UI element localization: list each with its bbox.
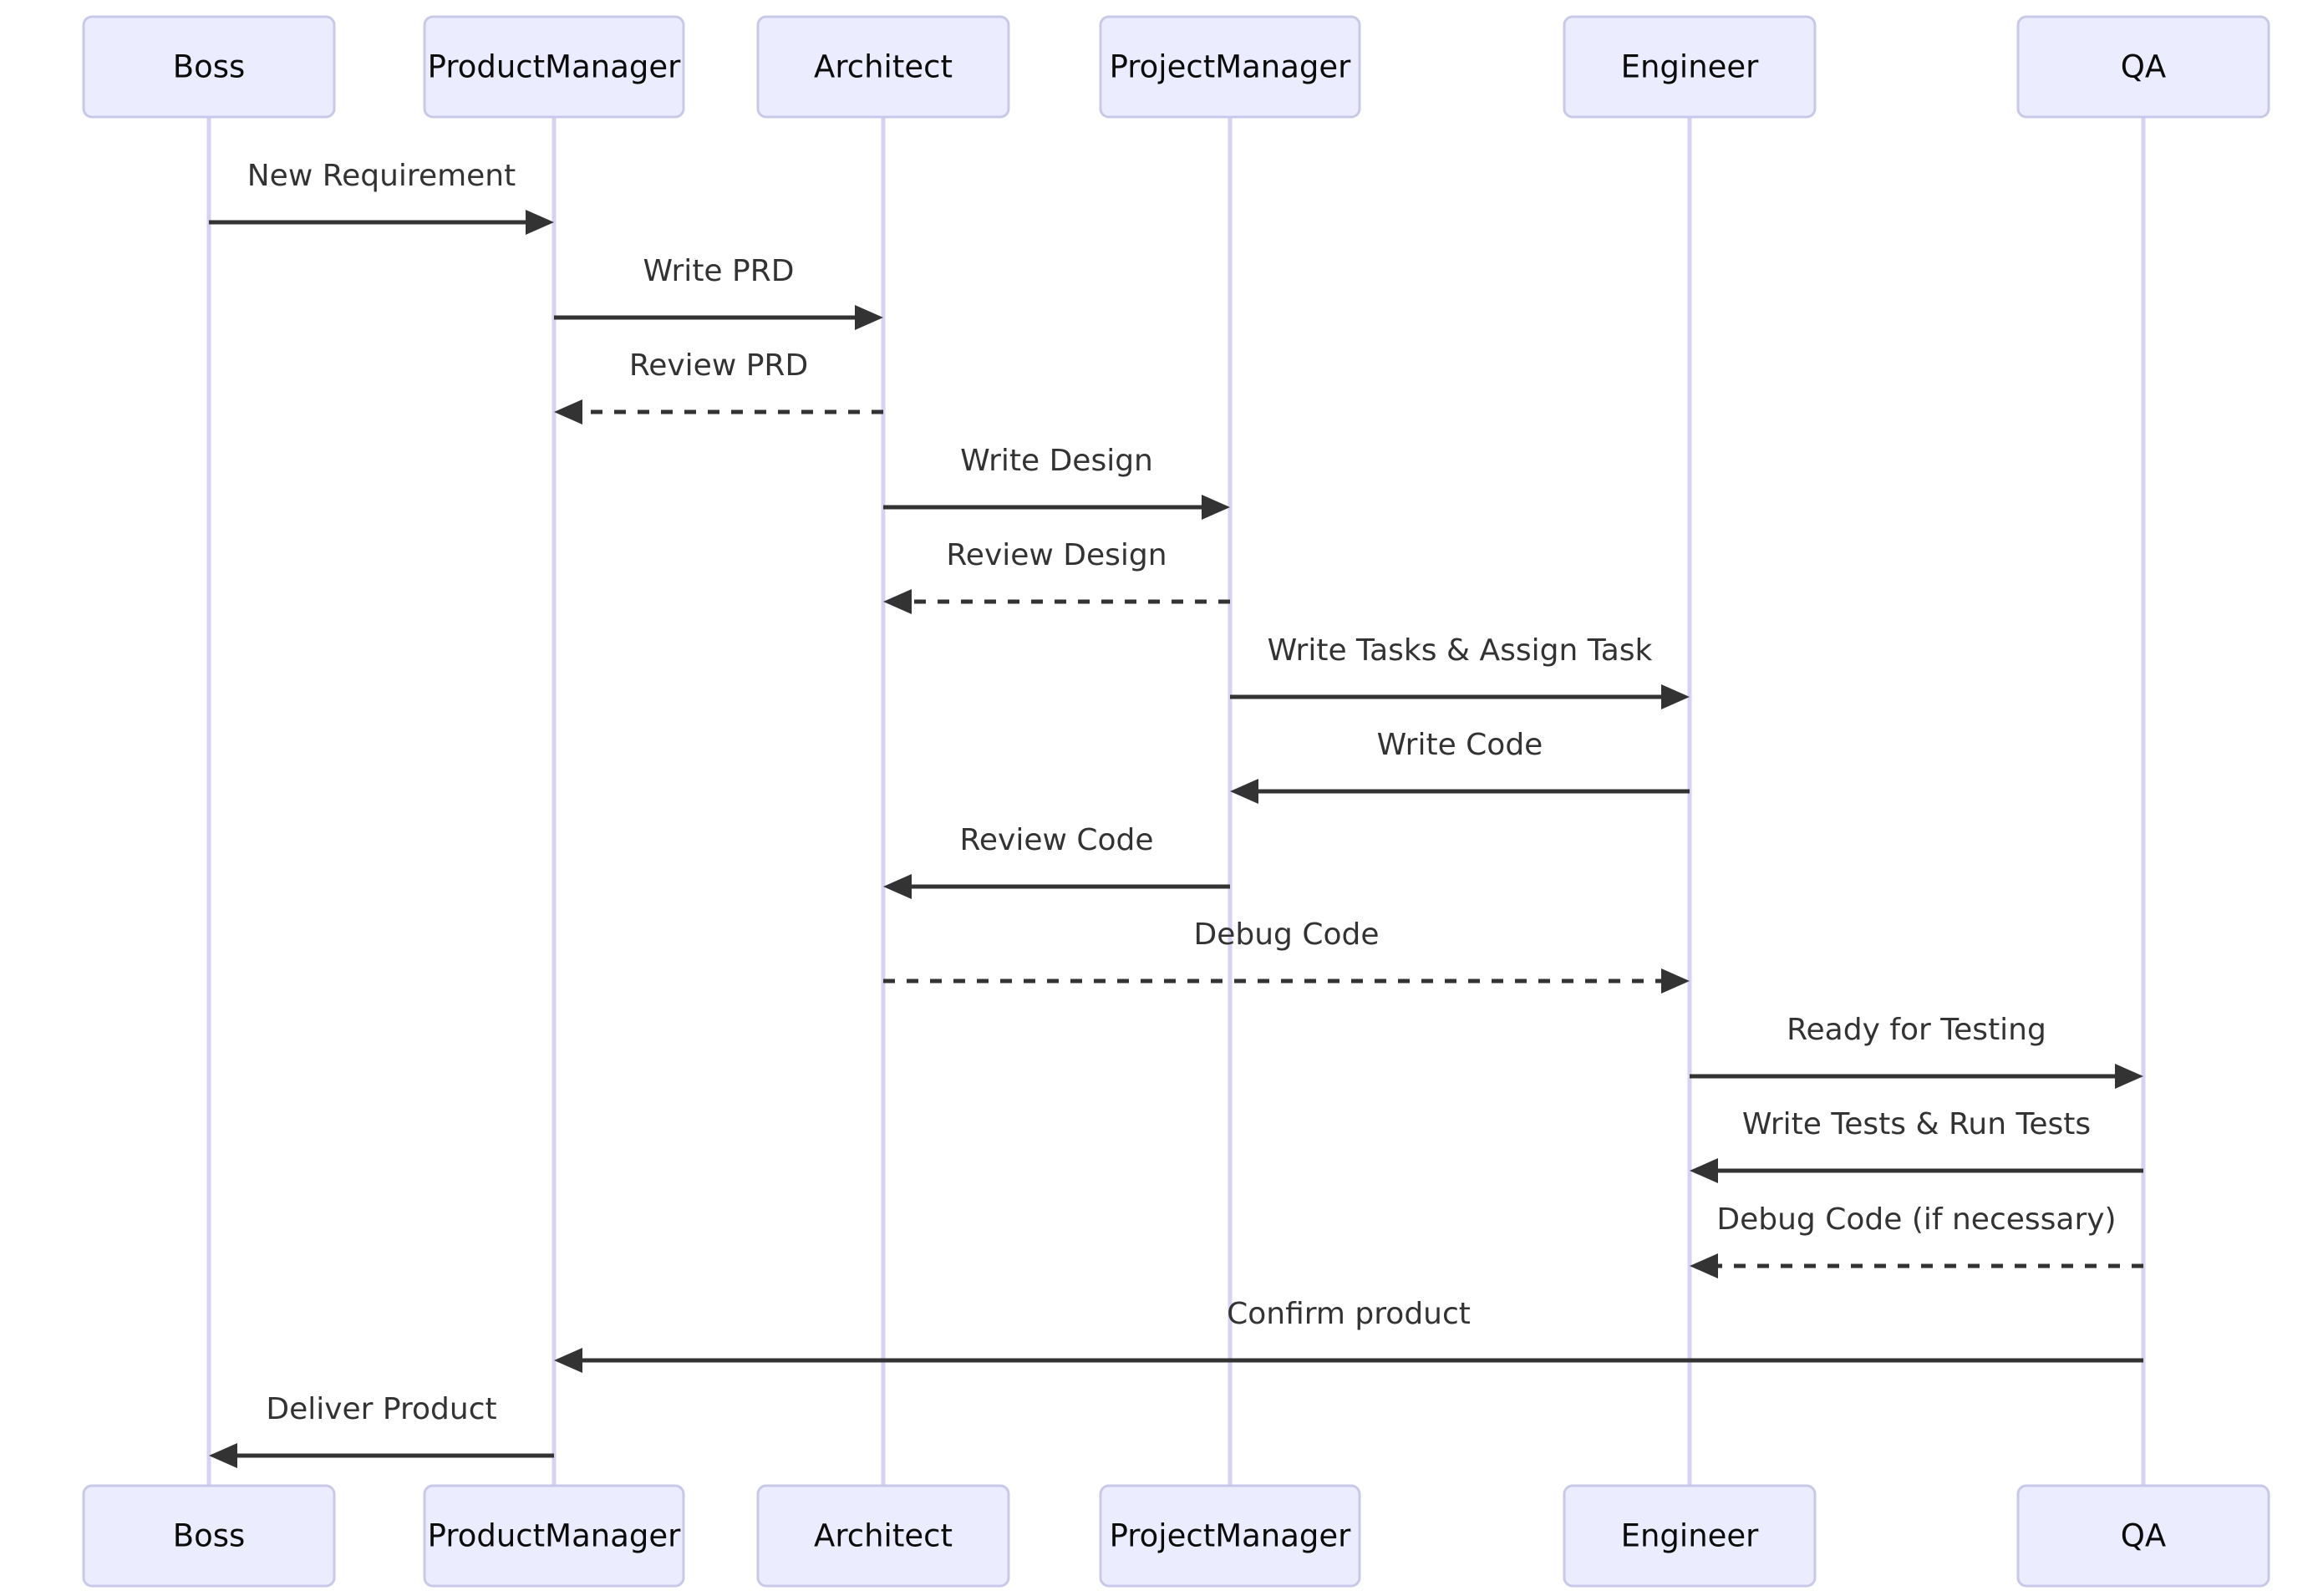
actor-projectmanager-bottom[interactable]: ProjectManager [1099,1484,1361,1588]
message-arrowhead-9 [1661,968,1690,994]
actor-boss-bottom[interactable]: Boss [82,1484,336,1588]
actor-box-qa-top[interactable] [2016,15,2270,119]
actor-box-engineer-top[interactable] [1563,15,1817,119]
message-arrowhead-8 [883,874,912,899]
message-arrowhead-1 [526,210,554,235]
message-arrowhead-7 [1230,779,1258,804]
message-label-11: Write Tests & Run Tests [1742,1107,2091,1141]
actor-projectmanager-top[interactable]: ProjectManager [1099,15,1361,119]
actor-boss-top[interactable]: Boss [82,15,336,119]
message-label-9: Debug Code [1194,917,1380,952]
actor-productmanager-top[interactable]: ProductManager [423,15,685,119]
message-label-3: Review PRD [629,348,808,383]
message-label-8: Review Code [959,823,1153,857]
message-label-4: Write Design [960,444,1153,478]
actor-label-boss-bottom: Boss [173,1518,246,1554]
message-7: Write Code [1230,728,1690,804]
actor-box-boss-bottom[interactable] [82,1484,336,1588]
message-arrowhead-5 [883,589,912,614]
message-label-14: Deliver Product [266,1392,496,1426]
actor-label-projectmanager-bottom: ProjectManager [1110,1518,1352,1554]
actor-boxes-top-group: Boss ProductManager Architect ProjectManage… [82,15,2270,119]
actor-architect-bottom[interactable]: Architect [756,1484,1010,1588]
actor-label-productmanager-bottom: ProductManager [428,1518,681,1554]
message-4: Write Design [883,444,1230,520]
message-label-7: Write Code [1377,728,1543,762]
message-label-6: Write Tasks & Assign Task [1268,633,1653,668]
message-3: Review PRD [554,348,883,424]
actor-architect-top[interactable]: Architect [756,15,1010,119]
message-9: Debug Code [883,917,1690,994]
message-label-5: Review Design [946,538,1167,572]
actor-box-boss-top[interactable] [82,15,336,119]
message-arrowhead-10 [2115,1064,2143,1089]
message-arrowhead-12 [1690,1253,1718,1278]
message-label-2: Write PRD [643,254,795,288]
actor-engineer-bottom[interactable]: Engineer [1563,1484,1817,1588]
message-arrowhead-4 [1202,495,1230,520]
actor-box-architect-top[interactable] [756,15,1010,119]
actor-qa-bottom[interactable]: QA [2016,1484,2270,1588]
actor-engineer-top[interactable]: Engineer [1563,15,1817,119]
actor-box-engineer-bottom[interactable] [1563,1484,1817,1588]
message-14: Deliver Product [209,1392,554,1468]
message-12: Debug Code (if necessary) [1690,1202,2143,1278]
actor-label-architect-bottom: Architect [814,1518,953,1554]
message-label-1: New Requirement [247,159,516,193]
actor-label-projectmanager-top: ProjectManager [1110,49,1352,85]
actor-label-boss-top: Boss [173,49,246,85]
message-arrowhead-3 [554,399,582,424]
message-10: Ready for Testing [1690,1013,2143,1089]
message-6: Write Tasks & Assign Task [1230,633,1690,709]
actor-qa-top[interactable]: QA [2016,15,2270,119]
message-label-10: Ready for Testing [1787,1013,2046,1047]
actor-label-engineer-bottom: Engineer [1621,1518,1760,1554]
message-11: Write Tests & Run Tests [1690,1107,2143,1183]
actor-label-productmanager-top: ProductManager [428,49,681,85]
actor-box-qa-bottom[interactable] [2016,1484,2270,1588]
message-label-12: Debug Code (if necessary) [1716,1202,2116,1237]
actor-label-qa-bottom: QA [2121,1518,2166,1554]
message-arrowhead-6 [1661,684,1690,709]
message-8: Review Code [883,823,1230,899]
actor-box-architect-bottom[interactable] [756,1484,1010,1588]
actor-productmanager-bottom[interactable]: ProductManager [423,1484,685,1588]
actor-box-projectmanager-top[interactable] [1099,15,1361,119]
message-5: Review Design [883,538,1230,614]
message-arrowhead-11 [1690,1158,1718,1183]
message-arrowhead-14 [209,1443,237,1468]
actor-box-projectmanager-bottom[interactable] [1099,1484,1361,1588]
message-13: Confirm product [554,1297,2143,1373]
lifelines-group [206,117,2146,1486]
actor-boxes-bottom-group: Boss ProductManager Architect ProjectManage… [82,1484,2270,1588]
message-1: New Requirement [209,159,554,235]
message-2: Write PRD [554,254,883,330]
actor-box-productmanager-bottom[interactable] [423,1484,685,1588]
actor-label-engineer-top: Engineer [1621,49,1760,85]
message-label-13: Confirm product [1227,1297,1471,1331]
actor-box-productmanager-top[interactable] [423,15,685,119]
message-arrowhead-13 [554,1348,582,1373]
actor-label-qa-top: QA [2121,49,2166,85]
actor-label-architect-top: Architect [814,49,953,85]
message-arrowhead-2 [855,305,883,330]
